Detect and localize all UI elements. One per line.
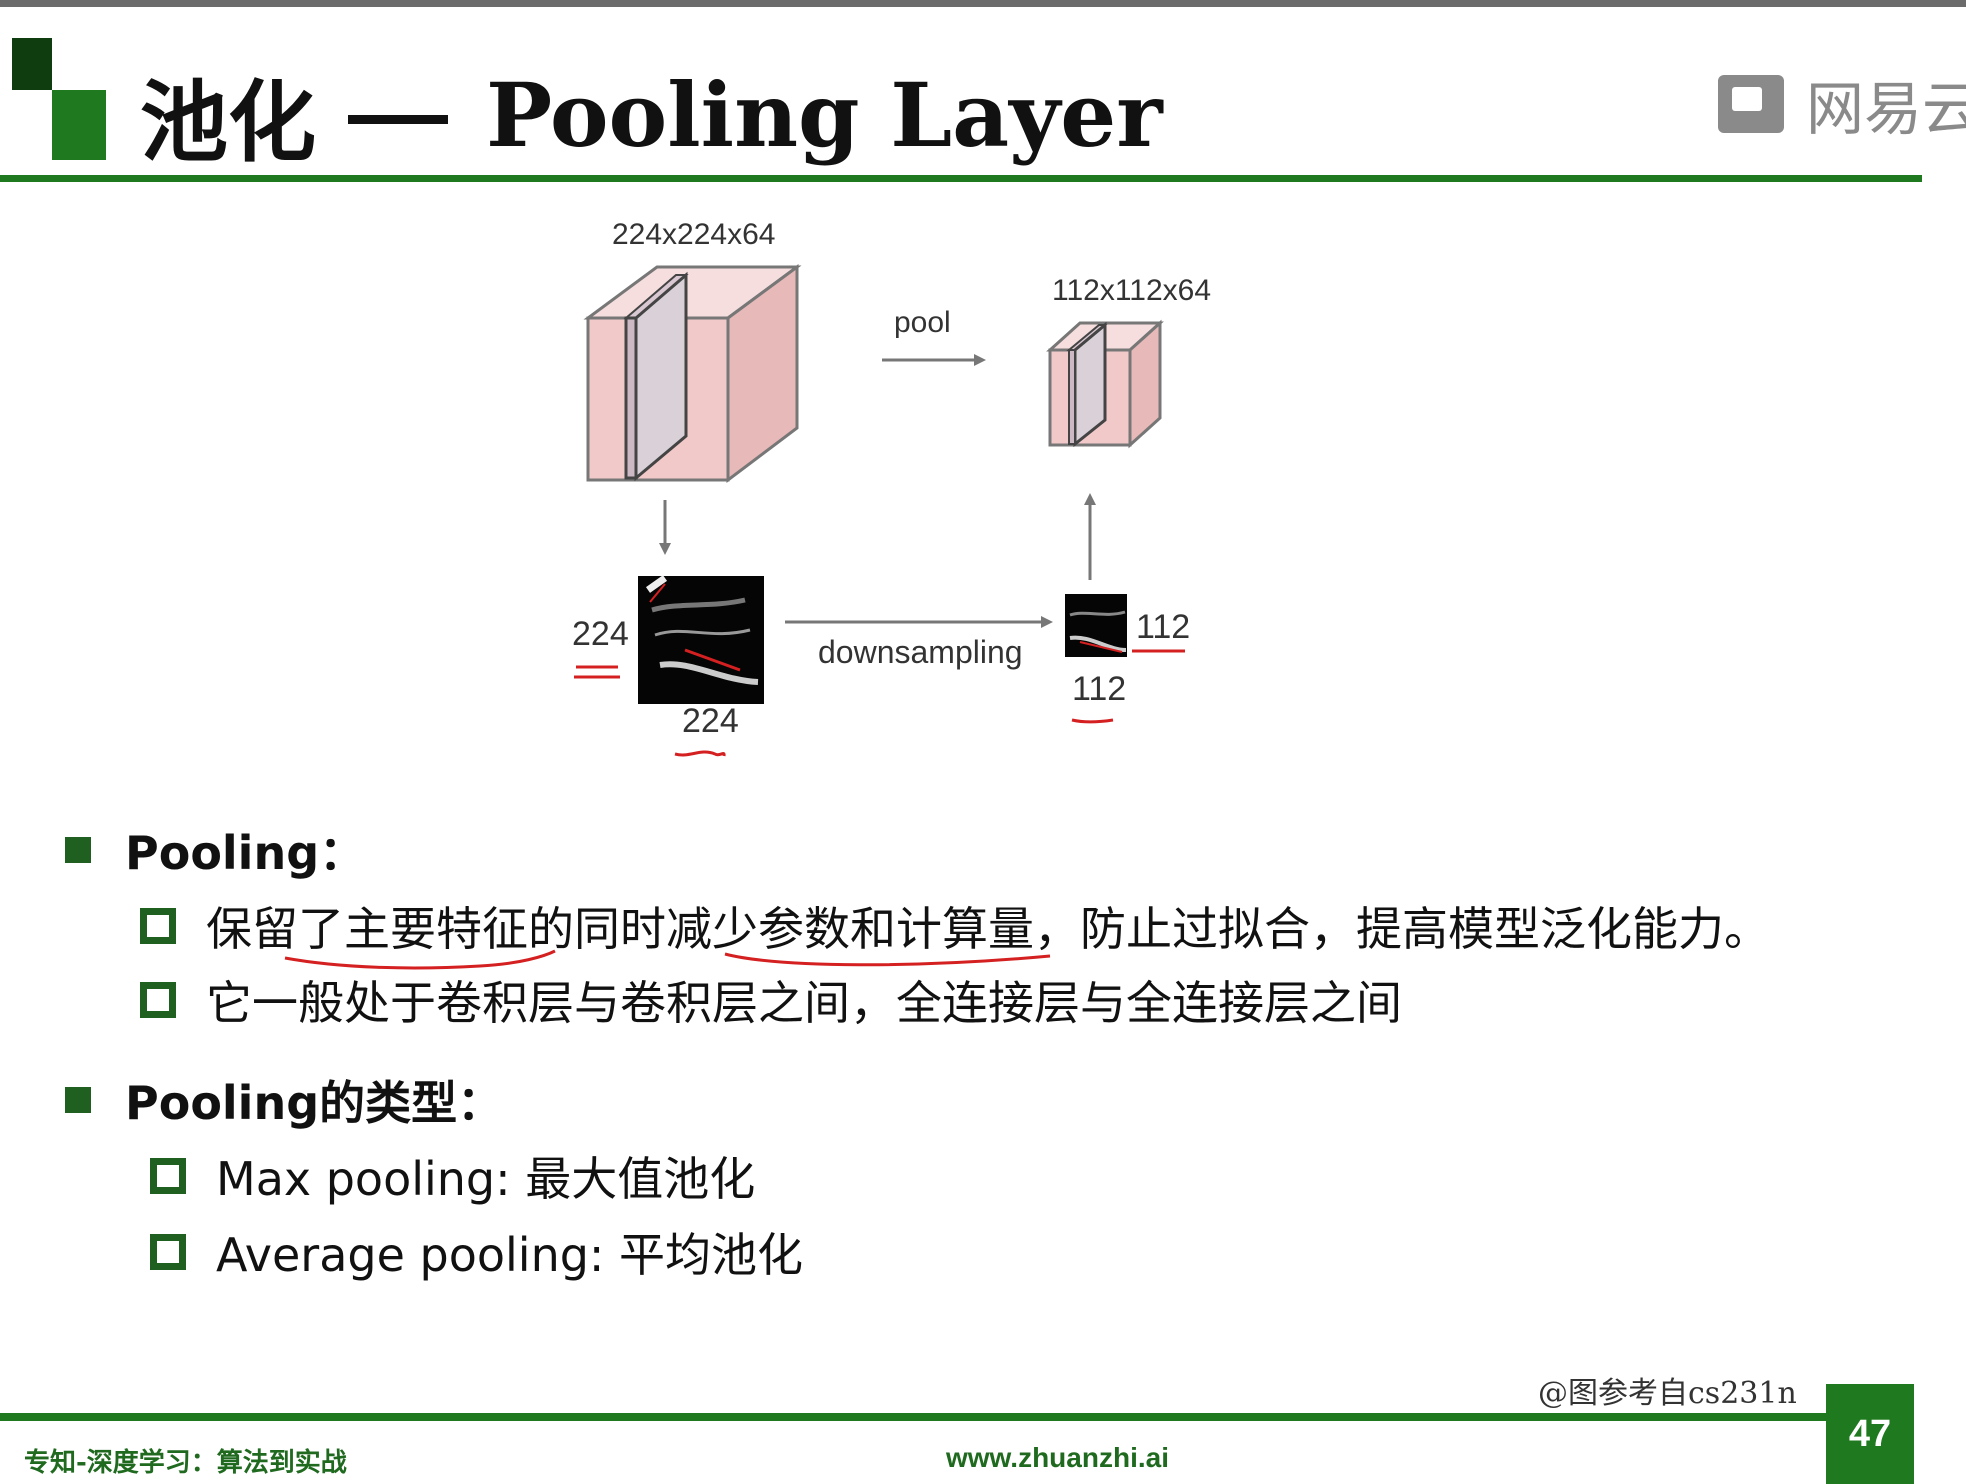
cloud-brand-icon: [1718, 75, 1784, 133]
footer-rule: [0, 1413, 1836, 1421]
slide-title: 池化 Pooling Layer: [140, 55, 1163, 175]
title-rule: [0, 175, 1922, 182]
page-number: 47: [1826, 1384, 1914, 1484]
output-width-label: 112: [1072, 670, 1126, 709]
list-item-text: 它一般处于卷积层与卷积层之间，全连接层与全连接层之间: [206, 967, 1402, 1033]
footer-url: www.zhuanzhi.ai: [946, 1442, 1169, 1474]
input-volume: [588, 267, 797, 480]
footer-course-title: 专知-深度学习：算法到实战: [24, 1442, 347, 1479]
section-heading-text: Pooling的类型：: [125, 1067, 503, 1133]
logo-square-large: [52, 90, 106, 160]
output-dims-label: 112x112x64: [1052, 274, 1211, 308]
top-bar: [0, 0, 1966, 7]
downsampling-label: downsampling: [818, 634, 1023, 671]
hollow-square-bullet-icon: [150, 1234, 186, 1270]
list-item-text: Max pooling: 最大值池化: [216, 1143, 755, 1209]
list-item: 它一般处于卷积层与卷积层之间，全连接层与全连接层之间: [140, 970, 1402, 1030]
section-heading-text: Pooling：: [125, 817, 365, 883]
pooling-diagram: 224x224x64 112x112x64 pool downsampling …: [560, 210, 1260, 770]
title-zh: 池化: [140, 52, 316, 179]
section-heading-pooling: Pooling：: [65, 820, 365, 880]
logo-square-small: [12, 38, 52, 90]
output-volume: [1050, 323, 1160, 445]
list-item-segment: ，防止过拟合，提高模型泛化能力。: [1034, 902, 1770, 956]
pool-label: pool: [894, 306, 951, 340]
hollow-square-bullet-icon: [140, 908, 176, 944]
list-item: Max pooling: 最大值池化: [150, 1146, 755, 1206]
list-item: Average pooling: 平均池化: [150, 1222, 803, 1282]
input-feature-map: [638, 576, 764, 704]
bullet-square-icon: [65, 837, 91, 863]
bullet-square-icon: [65, 1087, 91, 1113]
input-width-label: 224: [682, 702, 739, 741]
hollow-square-bullet-icon: [150, 1158, 186, 1194]
output-height-label: 112: [1136, 608, 1190, 647]
hollow-square-bullet-icon: [140, 982, 176, 1018]
input-height-label: 224: [572, 615, 629, 654]
brand-watermark: 网易云: [1718, 62, 1966, 146]
title-en: Pooling Layer: [486, 63, 1163, 167]
list-item-text: Average pooling: 平均池化: [216, 1219, 803, 1285]
source-note: @图参考自cs231n: [1538, 1368, 1797, 1412]
output-feature-map: [1065, 594, 1127, 657]
section-heading-pooling-types: Pooling的类型：: [65, 1070, 503, 1130]
brand-label: 网易云: [1806, 62, 1966, 146]
input-dims-label: 224x224x64: [612, 218, 775, 252]
title-dash: [348, 115, 448, 124]
